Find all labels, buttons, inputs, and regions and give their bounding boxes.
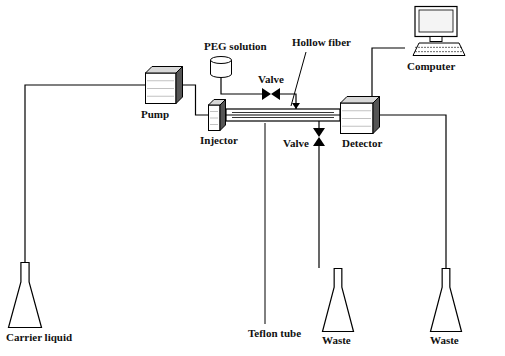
waste-flask-outline <box>322 268 354 332</box>
pump-box-outline <box>145 66 183 104</box>
reservoir: PEG solution <box>210 56 232 78</box>
pipe-line <box>319 146 320 268</box>
injector-box: Injector <box>208 99 226 131</box>
pump-box: Pump <box>145 66 183 104</box>
valve-symbol: Valve <box>313 128 325 146</box>
waste-flask: Waste <box>430 268 462 332</box>
part-label: Hollow fiber <box>292 36 351 49</box>
hollow-fiber-wall <box>232 112 334 113</box>
pipe-line <box>226 115 340 116</box>
node-label: Waste <box>322 334 351 347</box>
inlet-arrow <box>292 103 300 109</box>
injector-box-outline <box>208 99 226 131</box>
node-label: Carrier liquid <box>6 331 72 344</box>
detector-box: Detector <box>340 96 380 134</box>
node-label: Pump <box>141 108 169 121</box>
waste-flask: Waste <box>322 268 354 332</box>
part-label: Teflon tube <box>248 327 301 340</box>
outlet-line <box>318 121 319 128</box>
pipe-line <box>380 115 446 268</box>
flask: Carrier liquid <box>8 262 42 328</box>
node-label: Valve <box>283 137 309 150</box>
node-label: PEG solution <box>204 40 267 53</box>
pipe-line <box>183 85 208 115</box>
pipe-line <box>25 85 145 262</box>
valve-symbol-outline <box>262 88 280 100</box>
valve-symbol-outline <box>313 128 325 146</box>
node-label: Detector <box>342 137 382 150</box>
leader-line <box>265 123 266 324</box>
teflon-tube <box>226 109 340 121</box>
waste-flask-outline <box>430 268 462 332</box>
flask-outline <box>8 262 42 328</box>
hollow-fiber-wall <box>232 117 334 118</box>
computer-icon: Computer <box>405 6 467 56</box>
node-label: Waste <box>430 334 459 347</box>
reservoir-outline <box>210 56 232 78</box>
valve-symbol: Valve <box>262 88 280 100</box>
node-label: Valve <box>258 73 284 86</box>
pipe-line <box>372 48 405 96</box>
detector-box-outline <box>340 96 380 134</box>
node-label: Computer <box>407 60 455 73</box>
pipe-line <box>221 78 262 94</box>
computer-icon-outline <box>405 6 467 56</box>
node-label: Injector <box>200 134 238 147</box>
leader-line <box>291 52 306 106</box>
